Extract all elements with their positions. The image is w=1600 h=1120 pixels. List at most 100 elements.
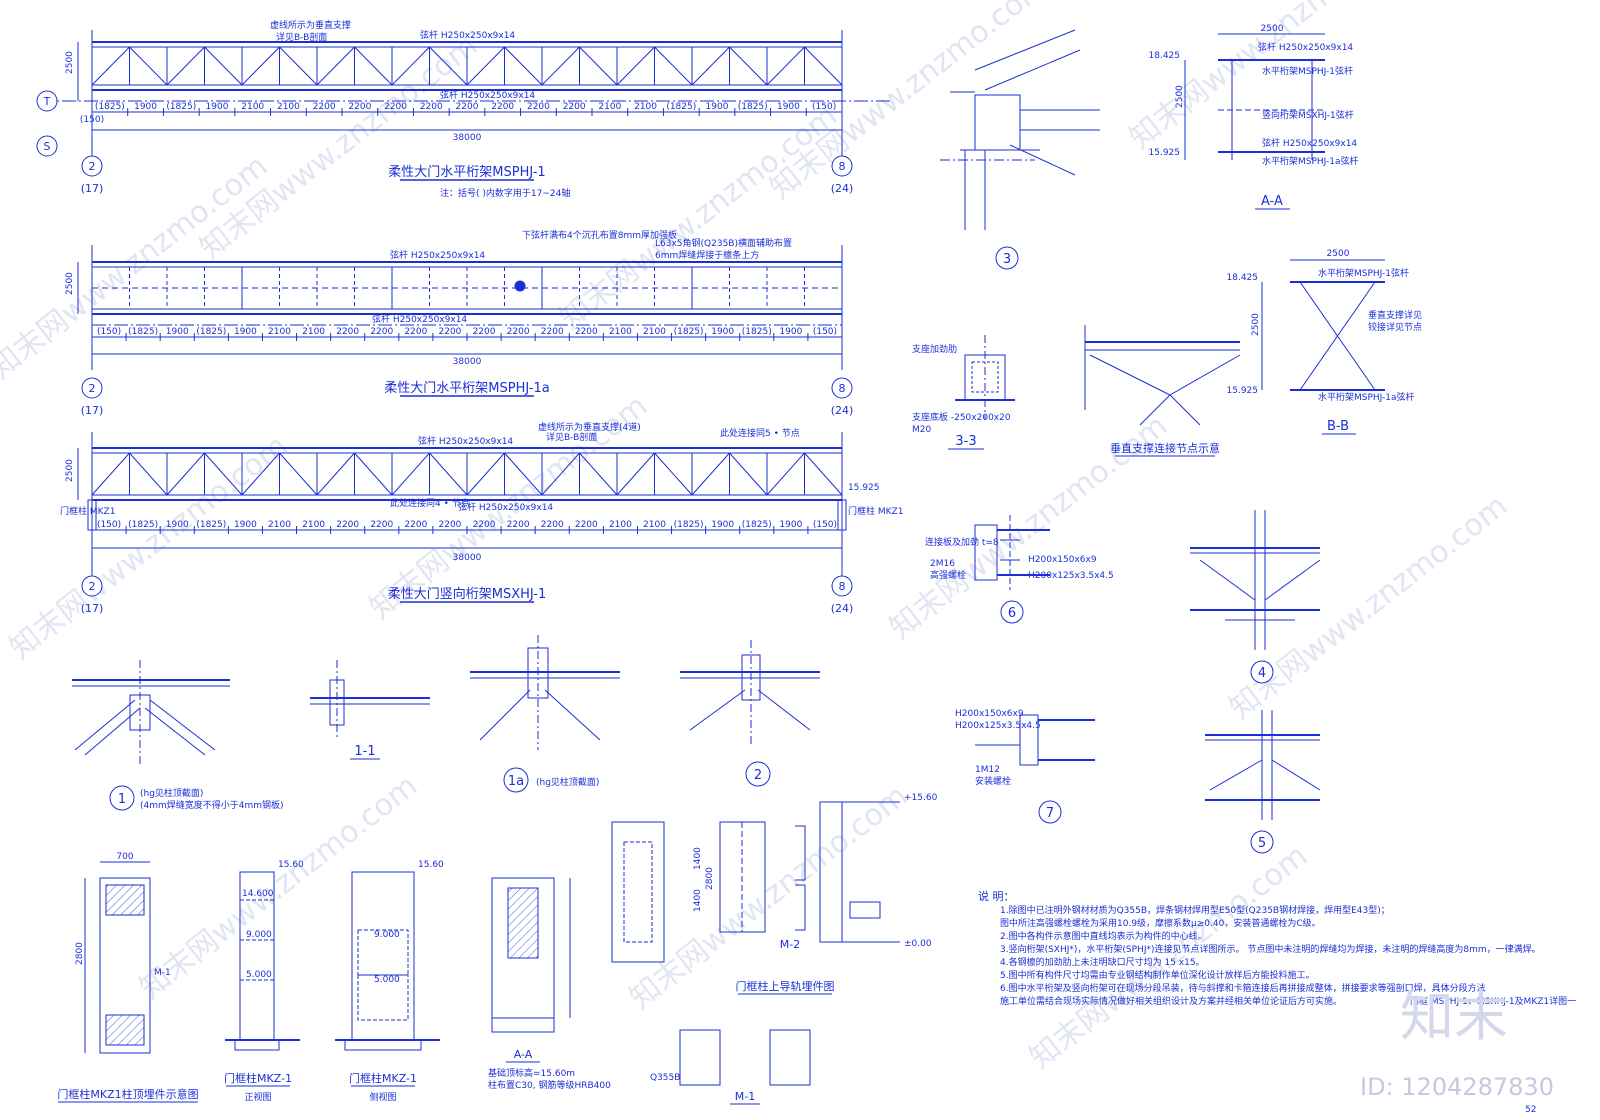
notes-heading: 说 明： xyxy=(978,889,1015,903)
dim-total: 38000 xyxy=(453,357,482,367)
axis-bubble xyxy=(831,155,853,177)
note-line: 施工单位需结合现场实际情况做好相关组织设计及方案并经相关单位论证后方可实施。 xyxy=(1000,995,1342,1007)
note: 此处连接同4 • 节点 xyxy=(390,497,470,509)
column-section-aa xyxy=(491,877,571,1033)
detail-bubble xyxy=(1000,600,1024,624)
label: 支座加劲肋 xyxy=(912,343,957,355)
truss-member xyxy=(766,46,805,86)
truss-member xyxy=(166,452,205,496)
dim-spacing: 2200 xyxy=(491,102,514,112)
truss-member xyxy=(279,452,318,496)
section-title: B-B xyxy=(1327,419,1349,434)
dim-spacing: 1900 xyxy=(234,520,257,530)
section-title: A-A xyxy=(514,1048,533,1061)
detail-bubble xyxy=(745,761,771,787)
label: 1M12 xyxy=(975,765,1000,775)
dim-spacing: 2100 xyxy=(241,102,264,112)
elevation: 15.925 xyxy=(1149,148,1181,158)
label: 弦杆 H250x250x9x14 xyxy=(1258,41,1353,53)
dim-spacing: 1900 xyxy=(779,520,802,530)
dim-spacing: 2100 xyxy=(277,102,300,112)
drawing-title: 门框柱MKZ-1 xyxy=(349,1071,417,1085)
detail-bubble xyxy=(109,785,135,811)
elevation: 14.600 xyxy=(242,889,274,899)
dim-spacing: (150) xyxy=(813,327,837,337)
dim-spacing: 1900 xyxy=(711,327,734,337)
node-5-detail xyxy=(1205,710,1321,820)
detail-bubble xyxy=(503,767,529,793)
dim-spacing: 2200 xyxy=(348,102,371,112)
truss-member xyxy=(429,452,468,496)
axis-label-alt: (24) xyxy=(831,602,854,615)
axis-bubble xyxy=(81,377,103,399)
truss-member xyxy=(354,452,393,496)
dim-spacing: 2200 xyxy=(563,102,586,112)
note: 6mm焊缝焊接于檩条上方 xyxy=(655,249,759,261)
section-aa-labels: 2500 18.425 15.925 2500 弦杆 H250x250x9x14… xyxy=(1149,24,1359,210)
detail-number: 4 xyxy=(1258,666,1266,681)
watermark-text: 知末网www.znzmo.com xyxy=(3,428,294,666)
grid-bubble xyxy=(36,90,58,112)
dim-spacing: (150) xyxy=(97,327,121,337)
dim-spacing: 1900 xyxy=(234,327,257,337)
axis-label: 8 xyxy=(839,382,846,395)
axis-label-alt: (24) xyxy=(831,404,854,417)
section-bb xyxy=(1261,259,1385,391)
truss-member xyxy=(616,46,655,86)
dim-spacing: 2100 xyxy=(609,520,632,530)
truss-member xyxy=(691,46,730,86)
node-3-detail xyxy=(940,29,1100,230)
truss-member xyxy=(241,452,280,496)
dim-spacing: 2200 xyxy=(527,102,550,112)
truss-member xyxy=(616,452,655,496)
dim-total: 38000 xyxy=(453,553,482,563)
top-chord-label: 弦杆 H250x250x9x14 xyxy=(390,249,485,261)
dim-spacing: 2100 xyxy=(643,520,666,530)
truss2-labels: 2500 38000 弦杆 H250x250x9x14 弦杆 H250x250x… xyxy=(65,229,853,417)
caption: (4mm焊缝宽度不得小于4mm钢板) xyxy=(140,799,284,811)
truss-member xyxy=(729,452,768,496)
dim-spacing: 2200 xyxy=(575,520,598,530)
dim-spacing: 2200 xyxy=(473,520,496,530)
embed-label: M-1 xyxy=(735,1090,755,1103)
axis-label-alt: (17) xyxy=(81,404,104,417)
truss-member xyxy=(204,452,243,496)
truss-member xyxy=(691,452,730,496)
axis-label: 2 xyxy=(89,580,96,593)
elevation: 18.425 xyxy=(1227,273,1259,283)
dim-spacing: 2100 xyxy=(302,520,325,530)
note: 详见B-B剖面 xyxy=(546,431,597,443)
dim-text: 1400 xyxy=(693,889,703,912)
note: L63x5角钢(Q235B)横面辅助布置 xyxy=(655,237,792,249)
dim-spacing: 2200 xyxy=(439,520,462,530)
note-line: 4.各钢檩的加劲肋上未注明缺口尺寸均为 15 x15。 xyxy=(1000,956,1205,968)
label: 垂直支撑详见 xyxy=(1368,309,1422,321)
dim-text: 2800 xyxy=(705,867,715,890)
drawing-title: 柔性大门水平桁架MSPHJ-1 xyxy=(388,165,545,180)
node-7-detail xyxy=(975,714,1095,766)
truss-member xyxy=(504,452,543,496)
truss-member xyxy=(466,452,505,496)
column-label: 门框柱 MKZ1 xyxy=(848,505,903,517)
watermark-text: 知末网www.znzmo.com xyxy=(553,98,844,336)
label: 基础顶标高=15.60m xyxy=(488,1067,575,1079)
dim-total: 38000 xyxy=(453,133,482,143)
column-top-embed xyxy=(84,861,151,1054)
dim-spacing: 2200 xyxy=(384,102,407,112)
dim-height: 2500 xyxy=(65,272,75,295)
label: 铰接详见节点 xyxy=(1368,321,1422,333)
detail-bubble xyxy=(1250,660,1274,684)
caption: (hg见柱顶截面) xyxy=(536,776,599,788)
truss-mspHJ-1a xyxy=(77,245,843,370)
truss-member xyxy=(316,452,355,496)
dim-text: 2500 xyxy=(1261,24,1284,34)
detail-number: 6 xyxy=(1008,606,1016,621)
truss-mspHJ-1 xyxy=(40,30,890,160)
detail-number: 1a xyxy=(508,774,524,789)
dim-spacing: (1825) xyxy=(196,520,226,530)
truss-member xyxy=(429,46,468,86)
node-2-detail xyxy=(680,640,820,745)
label: 水平桁架MSPHJ-1a弦杆 xyxy=(1318,391,1415,403)
dim-spacing: (1825) xyxy=(742,327,772,337)
label: 连接板及加劲 t=8 xyxy=(925,536,999,548)
